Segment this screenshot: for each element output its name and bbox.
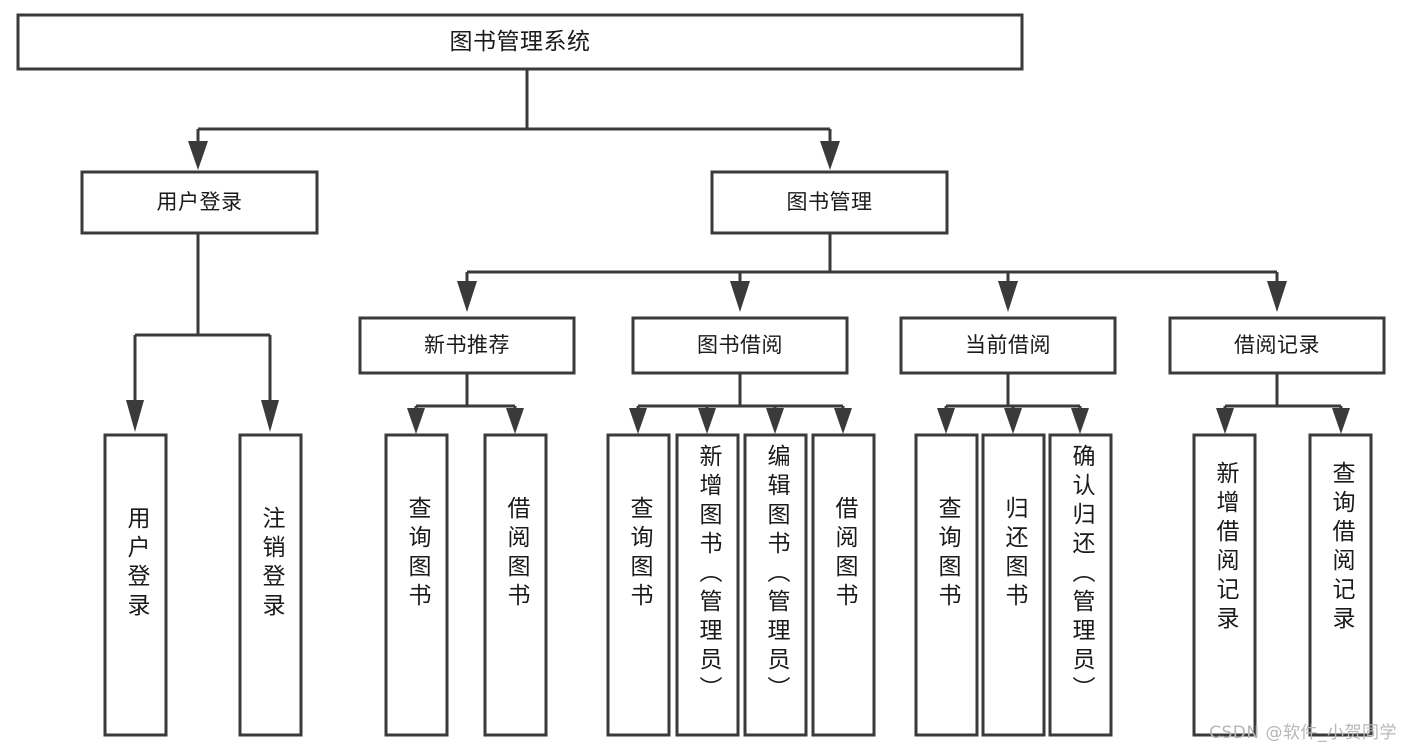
node-box-leaf-add-book[interactable] (675, 433, 740, 737)
arrow-head-leaf-borrow-book-2 (834, 408, 852, 434)
node-box-root[interactable] (16, 13, 1024, 71)
node-box-book-borrow[interactable] (631, 316, 849, 375)
arrow-head-leaf-add-borrow-record (1216, 408, 1234, 434)
node-box-book-management[interactable] (710, 170, 949, 235)
arrow-head-book-management (820, 141, 840, 170)
node-box-leaf-logout-login[interactable] (238, 433, 303, 737)
node-box-borrow-record[interactable] (1168, 316, 1386, 375)
node-box-leaf-query-book-3[interactable] (914, 433, 979, 737)
node-box-leaf-query-book-2[interactable] (606, 433, 671, 737)
arrow-head-leaf-confirm-return (1071, 408, 1089, 434)
arrow-head-current-borrow (998, 281, 1018, 312)
arrow-head-book-borrow (730, 281, 750, 312)
node-box-current-borrow[interactable] (899, 316, 1117, 375)
csdn-watermark: CSDN @软件_小贺同学 (1209, 723, 1397, 743)
node-box-leaf-query-borrow-record[interactable] (1308, 433, 1373, 737)
arrow-head-leaf-query-borrow-record (1332, 408, 1350, 434)
node-box-user-login[interactable] (80, 170, 319, 235)
node-box-leaf-borrow-book-2[interactable] (811, 433, 876, 737)
arrow-head-leaf-add-book (698, 408, 716, 434)
node-box-leaf-query-book-1[interactable] (384, 433, 449, 737)
node-box-leaf-return-book[interactable] (981, 433, 1046, 737)
node-box-leaf-edit-book[interactable] (743, 433, 808, 737)
arrow-head-user-login (188, 141, 208, 170)
node-box-new-book-recommend[interactable] (358, 316, 576, 375)
node-box-leaf-confirm-return[interactable] (1048, 433, 1113, 737)
arrow-head-leaf-return-book (1004, 408, 1022, 434)
arrow-head-leaf-query-book-3 (937, 408, 955, 434)
arrow-head-borrow-record (1267, 281, 1287, 312)
arrow-head-leaf-query-book-2 (629, 408, 647, 434)
arrow-head-leaf-query-book-1 (407, 408, 425, 434)
arrow-head-new-book-recommend (457, 281, 477, 312)
arrow-head-leaf-logout-login (261, 400, 279, 432)
node-box-leaf-borrow-book-1[interactable] (483, 433, 548, 737)
arrow-head-leaf-edit-book (766, 408, 784, 434)
node-box-leaf-add-borrow-record[interactable] (1192, 433, 1257, 737)
node-box-leaf-user-login[interactable] (103, 433, 168, 737)
arrow-head-leaf-borrow-book-1 (506, 408, 524, 434)
arrow-head-leaf-user-login (126, 400, 144, 432)
